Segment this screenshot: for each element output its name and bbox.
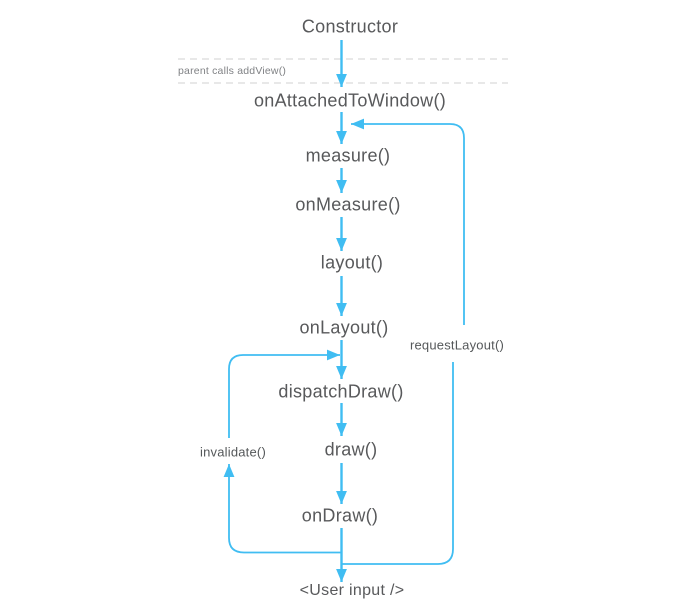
- node-measure: measure(): [305, 145, 391, 166]
- node-user-input: <User input />: [299, 582, 405, 599]
- invalidate-loop-outbound-arrow: [223, 464, 342, 554]
- node-dispatchdraw: dispatchDraw(): [278, 381, 404, 402]
- invalidate-loop-return-arrow: [228, 349, 340, 438]
- node-onlayout: onLayout(): [299, 317, 389, 338]
- annotation-parent-calls-addview: parent calls addView(): [178, 65, 287, 77]
- annotation-invalidate: invalidate(): [200, 444, 266, 460]
- node-onattachedtowindow: onAttachedToWindow(): [253, 90, 447, 111]
- node-layout: layout(): [320, 252, 384, 273]
- annotation-requestlayout: requestLayout(): [409, 337, 505, 353]
- node-onmeasure: onMeasure(): [295, 194, 401, 215]
- node-draw: draw(): [324, 439, 378, 460]
- requestlayout-loop-return-arrow: [351, 118, 465, 325]
- node-constructor: Constructor: [301, 16, 399, 37]
- requestlayout-loop-outbound-line: [341, 362, 454, 565]
- node-ondraw: onDraw(): [301, 505, 379, 526]
